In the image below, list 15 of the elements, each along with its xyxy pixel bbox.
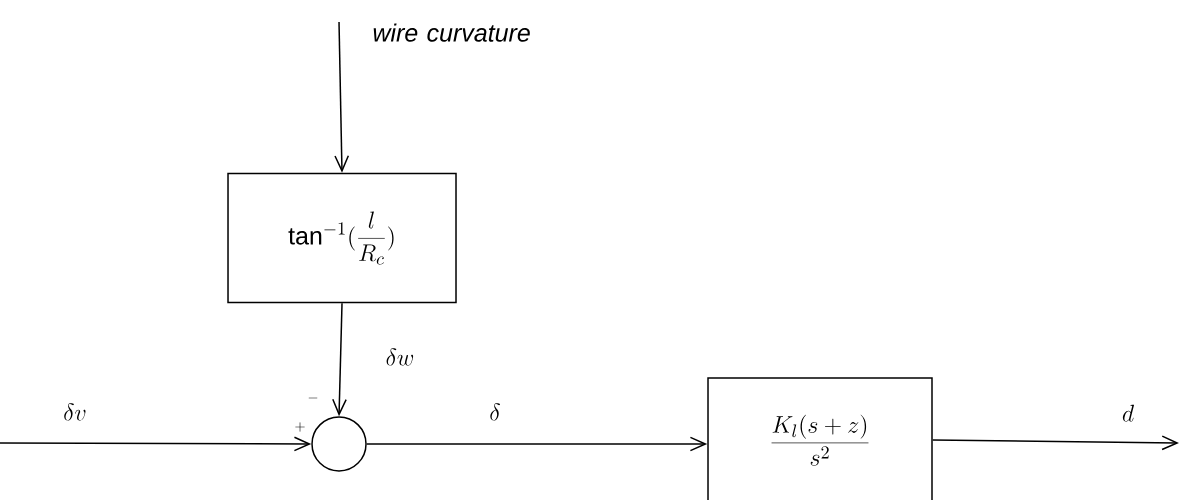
signal-label: wire curvature bbox=[373, 23, 530, 42]
sign-label: $+$ bbox=[295, 422, 305, 432]
transfer-function-box: $\tan^{-1}(\frac{l}{R_c})$ bbox=[227, 172, 457, 304]
transfer-function-box: $\frac{K_l(s+z)}{s^2}$ bbox=[707, 377, 933, 500]
signal-arrow bbox=[932, 435, 1179, 451]
signal-arrow bbox=[334, 21, 350, 173]
signal-label: $d$ bbox=[1122, 404, 1135, 422]
signal-arrow bbox=[332, 302, 347, 417]
signal-arrow bbox=[0, 436, 312, 452]
signal-arrow bbox=[366, 436, 708, 452]
signal-label: $\delta v$ bbox=[64, 403, 86, 421]
signal-label: $\delta w$ bbox=[386, 348, 414, 366]
sign-label: $-$ bbox=[308, 397, 318, 399]
summing-junction bbox=[311, 416, 367, 472]
signal-label: $\delta$ bbox=[490, 403, 500, 421]
